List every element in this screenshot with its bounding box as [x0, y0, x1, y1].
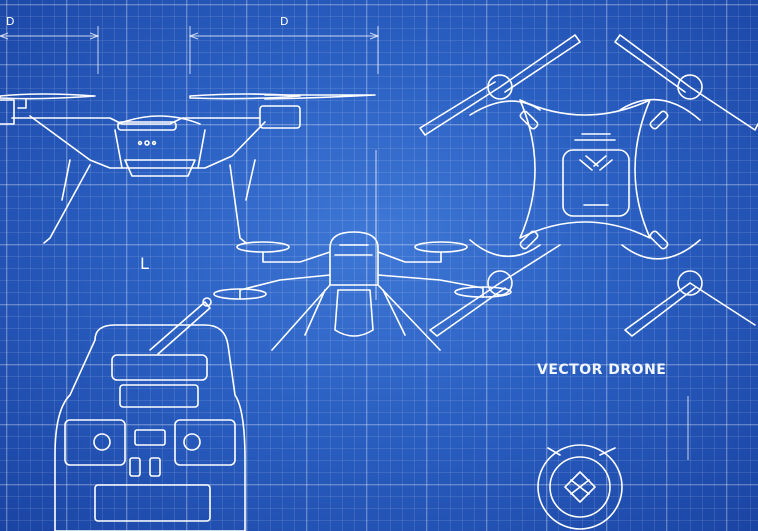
drone-front-view — [213, 231, 512, 351]
title: VECTOR DRONE — [537, 362, 667, 378]
drone-side-view — [0, 93, 376, 244]
motor-component — [537, 444, 623, 530]
dimension-label-left: D — [6, 15, 15, 28]
remote-controller — [54, 297, 246, 531]
dimension-lines — [0, 26, 380, 300]
drone-top-view — [419, 34, 758, 337]
dimension-label-right: D — [280, 15, 289, 28]
length-label: L — [140, 254, 149, 273]
